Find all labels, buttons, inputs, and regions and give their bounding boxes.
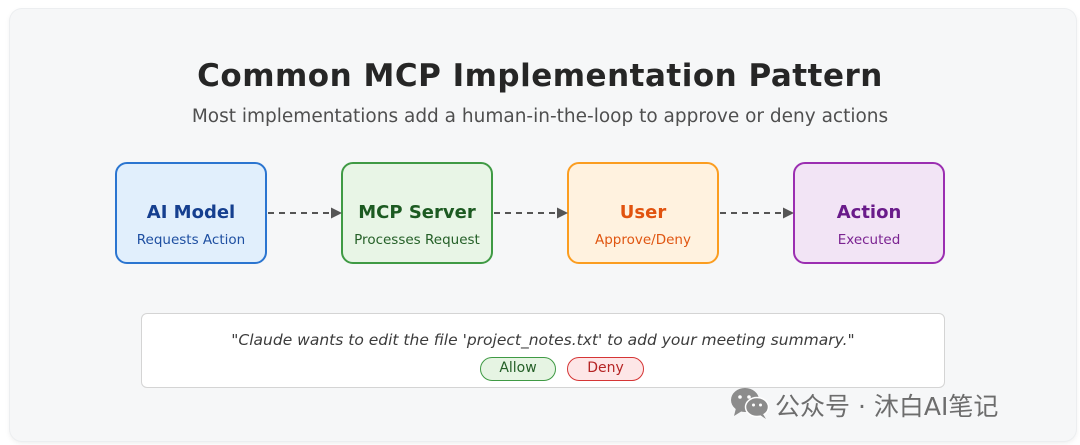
node-ai-model: AI Model Requests Action [115, 162, 267, 264]
edge-mcp-to-user [494, 207, 568, 219]
arrowhead-icon [331, 207, 342, 219]
diagram-title: Common MCP Implementation Pattern [197, 58, 883, 94]
prompt-message: "Claude wants to edit the file 'project_… [231, 331, 855, 349]
arrowhead-icon [557, 207, 568, 219]
arrowhead-icon [783, 207, 794, 219]
node-mcp-server: MCP Server Processes Request [341, 162, 493, 264]
node-action: Action Executed [793, 162, 945, 264]
watermark-text: 公众号 · 沐白AI笔记 [775, 392, 999, 421]
deny-button[interactable]: Deny [567, 357, 644, 381]
node-title: MCP Server [358, 202, 476, 223]
node-title: User [619, 202, 667, 223]
permission-prompt: "Claude wants to edit the file 'project_… [141, 313, 945, 388]
edge-user-to-action [720, 207, 794, 219]
node-subtitle: Requests Action [136, 232, 246, 248]
edge-ai-to-mcp [268, 207, 342, 219]
node-subtitle: Processes Request [354, 232, 480, 248]
node-title: AI Model [146, 202, 236, 223]
node-subtitle: Approve/Deny [595, 232, 691, 248]
node-user: User Approve/Deny [567, 162, 719, 264]
wechat-icon [731, 388, 770, 419]
node-title: Action [836, 202, 902, 223]
allow-button[interactable]: Allow [480, 357, 556, 381]
diagram-subtitle: Most implementations add a human-in-the-… [191, 106, 889, 127]
node-subtitle: Executed [837, 232, 901, 248]
